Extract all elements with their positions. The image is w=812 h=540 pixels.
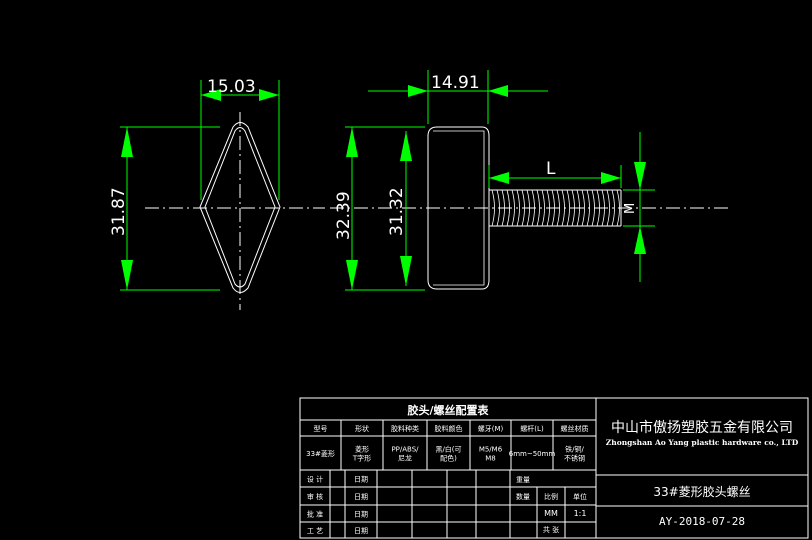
- thread-line: [606, 189, 610, 227]
- thread-line: [526, 189, 530, 227]
- thread-line: [596, 189, 600, 227]
- mini-weight-label: 重量: [516, 476, 530, 484]
- drawing-number: AY-2018-07-28: [659, 515, 745, 528]
- table-data-cell: 6mm~50mm: [509, 450, 556, 458]
- thread-line: [496, 189, 500, 227]
- knob-head-inner: [433, 130, 485, 286]
- company-name-cn: 中山市傲扬塑胶五金有限公司: [611, 419, 793, 436]
- thread-line: [501, 189, 505, 227]
- sign-cell: 批 准: [307, 510, 323, 519]
- thread-line: [566, 189, 570, 227]
- diamond-outer: [199, 122, 281, 293]
- thread-line: [551, 189, 555, 227]
- dim-side-height-inner: 31.32: [387, 187, 407, 236]
- table-data-cell: 黑/白(可配色): [435, 445, 461, 463]
- table-header-cell: 螺牙(M): [478, 424, 504, 433]
- mini-unit-label: 单位: [573, 492, 587, 501]
- mini-qty-label: 数量: [516, 492, 530, 501]
- side-view: 14.91 32.39 31.32 L M: [330, 70, 730, 291]
- sign-cell: 日期: [354, 476, 368, 484]
- dim-thread-length: L: [546, 159, 556, 179]
- thread-line: [506, 189, 510, 227]
- company-name-en: Zhongshan Ao Yang plastic hardware co., …: [606, 438, 799, 447]
- thread-line: [586, 189, 590, 227]
- thread-line: [511, 189, 515, 227]
- table-data-cell: 铁/铜/不锈钢: [564, 445, 585, 463]
- sign-cell: 日期: [354, 527, 368, 535]
- thread-line: [516, 189, 520, 227]
- thread-line: [611, 189, 615, 227]
- table-header-cell: 型号: [314, 424, 328, 433]
- screw-threads: [491, 189, 620, 227]
- mini-ratio-label: 比例: [544, 492, 558, 501]
- thread-line: [536, 189, 540, 227]
- sign-cell: 审 核: [307, 492, 323, 501]
- mini-unit-value: MM: [544, 509, 558, 518]
- sign-cell: 工 艺: [307, 527, 323, 535]
- table-header-cell: 胶料颜色: [435, 424, 463, 433]
- thread-line: [571, 189, 575, 227]
- knob-head: [427, 126, 490, 290]
- diamond-inner: [204, 127, 276, 288]
- title-block: [299, 397, 809, 539]
- mini-sheet-label: 共 张: [543, 525, 559, 534]
- thread-line: [561, 189, 565, 227]
- dim-thread-dia: M: [623, 203, 638, 214]
- thread-line: [546, 189, 550, 227]
- thread-line: [531, 189, 535, 227]
- table-header-cell: 胶料种类: [391, 424, 419, 433]
- thread-line: [591, 189, 595, 227]
- thread-line: [576, 189, 580, 227]
- part-name: 33#菱形胶头螺丝: [653, 484, 750, 499]
- dim-side-width: 14.91: [431, 73, 480, 93]
- sign-cell: 设 计: [307, 475, 323, 484]
- thread-line: [556, 189, 560, 227]
- thread-line: [601, 189, 605, 227]
- dim-side-height-outer: 32.39: [334, 191, 354, 240]
- thread-line: [521, 189, 525, 227]
- table-header-cell: 螺杆(L): [520, 424, 544, 433]
- front-view: 15.03 31.87: [109, 77, 325, 310]
- table-title: 胶头/螺丝配置表: [407, 403, 489, 417]
- thread-line: [616, 189, 620, 227]
- thread-line: [491, 189, 495, 227]
- mini-ratio-value: 1:1: [574, 509, 587, 518]
- sign-cell: 日期: [354, 511, 368, 519]
- table-header-cell: 螺丝材质: [561, 424, 589, 433]
- thread-line: [541, 189, 545, 227]
- table-data-cell: 33#菱形: [306, 449, 335, 458]
- table-data-cell: PP/ABS/尼龙: [391, 446, 419, 463]
- dim-front-height: 31.87: [109, 187, 129, 236]
- sign-cell: 日期: [354, 493, 368, 501]
- title-block-text: 胶头/螺丝配置表 型号 形状 胶料种类 胶料颜色 螺牙(M) 螺杆(L) 螺丝材质 33#菱…: [306, 403, 799, 535]
- dim-front-width: 15.03: [207, 77, 256, 97]
- thread-line: [581, 189, 585, 227]
- table-header-cell: 形状: [355, 424, 369, 433]
